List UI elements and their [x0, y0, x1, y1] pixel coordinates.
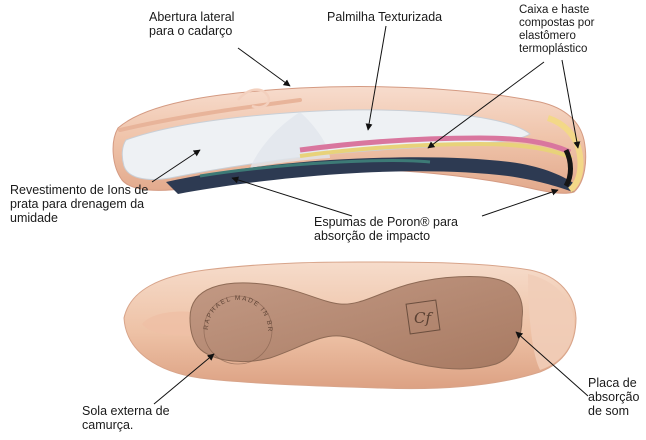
- label-side-opening: Abertura lateral para o cadarço: [149, 10, 234, 38]
- pointer-side-opening: [238, 48, 290, 86]
- label-box-and-shank: Caixa e haste compostas por elastômero t…: [519, 4, 594, 56]
- label-silver-ion-lining: Revestimento de Ions de prata para drena…: [10, 183, 148, 225]
- sole-logo-glyph: Cf: [414, 309, 433, 327]
- label-sound-plate: Placa de absorção de som: [588, 376, 639, 418]
- label-poron-foams: Espumas de Poron® para absorção de impac…: [314, 215, 458, 243]
- cutaway-shoe: [113, 87, 586, 194]
- label-textured-insole: Palmilha Texturizada: [327, 10, 442, 24]
- pointer-poron-2: [482, 190, 558, 216]
- pointer-poron-1: [232, 178, 352, 216]
- label-outer-sole: Sola externa de camurça.: [82, 404, 170, 432]
